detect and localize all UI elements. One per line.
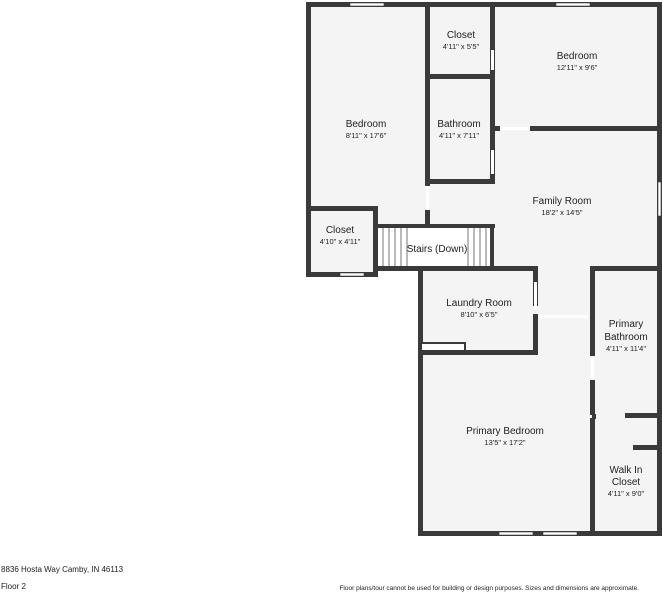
room-dims-closet-top: 4'11" x 5'5" — [443, 42, 480, 51]
room-name-primary-bath-2: Bathroom — [604, 332, 647, 343]
room-name-family-room: Family Room — [533, 196, 592, 207]
room-dims-family-room: 18'2" x 14'5" — [541, 208, 582, 217]
floor-label: Floor 2 — [1, 582, 26, 591]
windows — [339, 2, 662, 536]
room-name-closet-left: Closet — [326, 225, 355, 236]
room-fills — [306, 4, 660, 534]
property-address: 8836 Hosta Way Camby, IN 46113 — [1, 565, 124, 574]
room-name-bedroom-left: Bedroom — [346, 119, 387, 130]
room-name-laundry: Laundry Room — [446, 298, 512, 309]
room-name-walk-in-2: Closet — [612, 477, 641, 488]
room-dims-bedroom-right: 12'11" x 9'6" — [557, 63, 598, 72]
walls — [306, 2, 662, 536]
room-name-stairs: Stairs (Down) — [407, 244, 468, 255]
room-name-primary-bedroom: Primary Bedroom — [466, 426, 544, 437]
room-name-bedroom-right: Bedroom — [557, 51, 598, 62]
room-dims-closet-left: 4'10" x 4'11" — [320, 237, 361, 246]
doorways — [426, 50, 594, 378]
disclaimer-text: Floor plans/tour cannot be used for buil… — [339, 585, 639, 592]
room-dims-primary-bath: 4'11" x 11'4" — [606, 344, 646, 353]
room-dims-primary-bedroom: 13'5" x 17'2" — [484, 438, 525, 447]
room-name-closet-top: Closet — [447, 30, 476, 41]
room-name-primary-bath-1: Primary — [609, 319, 643, 330]
room-dims-bathroom: 4'11" x 7'11" — [439, 131, 479, 140]
room-name-walk-in-1: Walk In — [610, 465, 643, 476]
stairs — [377, 228, 493, 268]
room-dims-walk-in: 4'11" x 9'0" — [608, 489, 645, 498]
room-labels: Bedroom 8'11" x 17'6" Closet 4'11" x 5'5… — [320, 30, 648, 498]
room-dims-laundry: 8'10" x 6'5" — [461, 310, 498, 319]
room-dims-bedroom-left: 8'11" x 17'6" — [346, 131, 387, 140]
room-name-bathroom: Bathroom — [437, 119, 480, 130]
